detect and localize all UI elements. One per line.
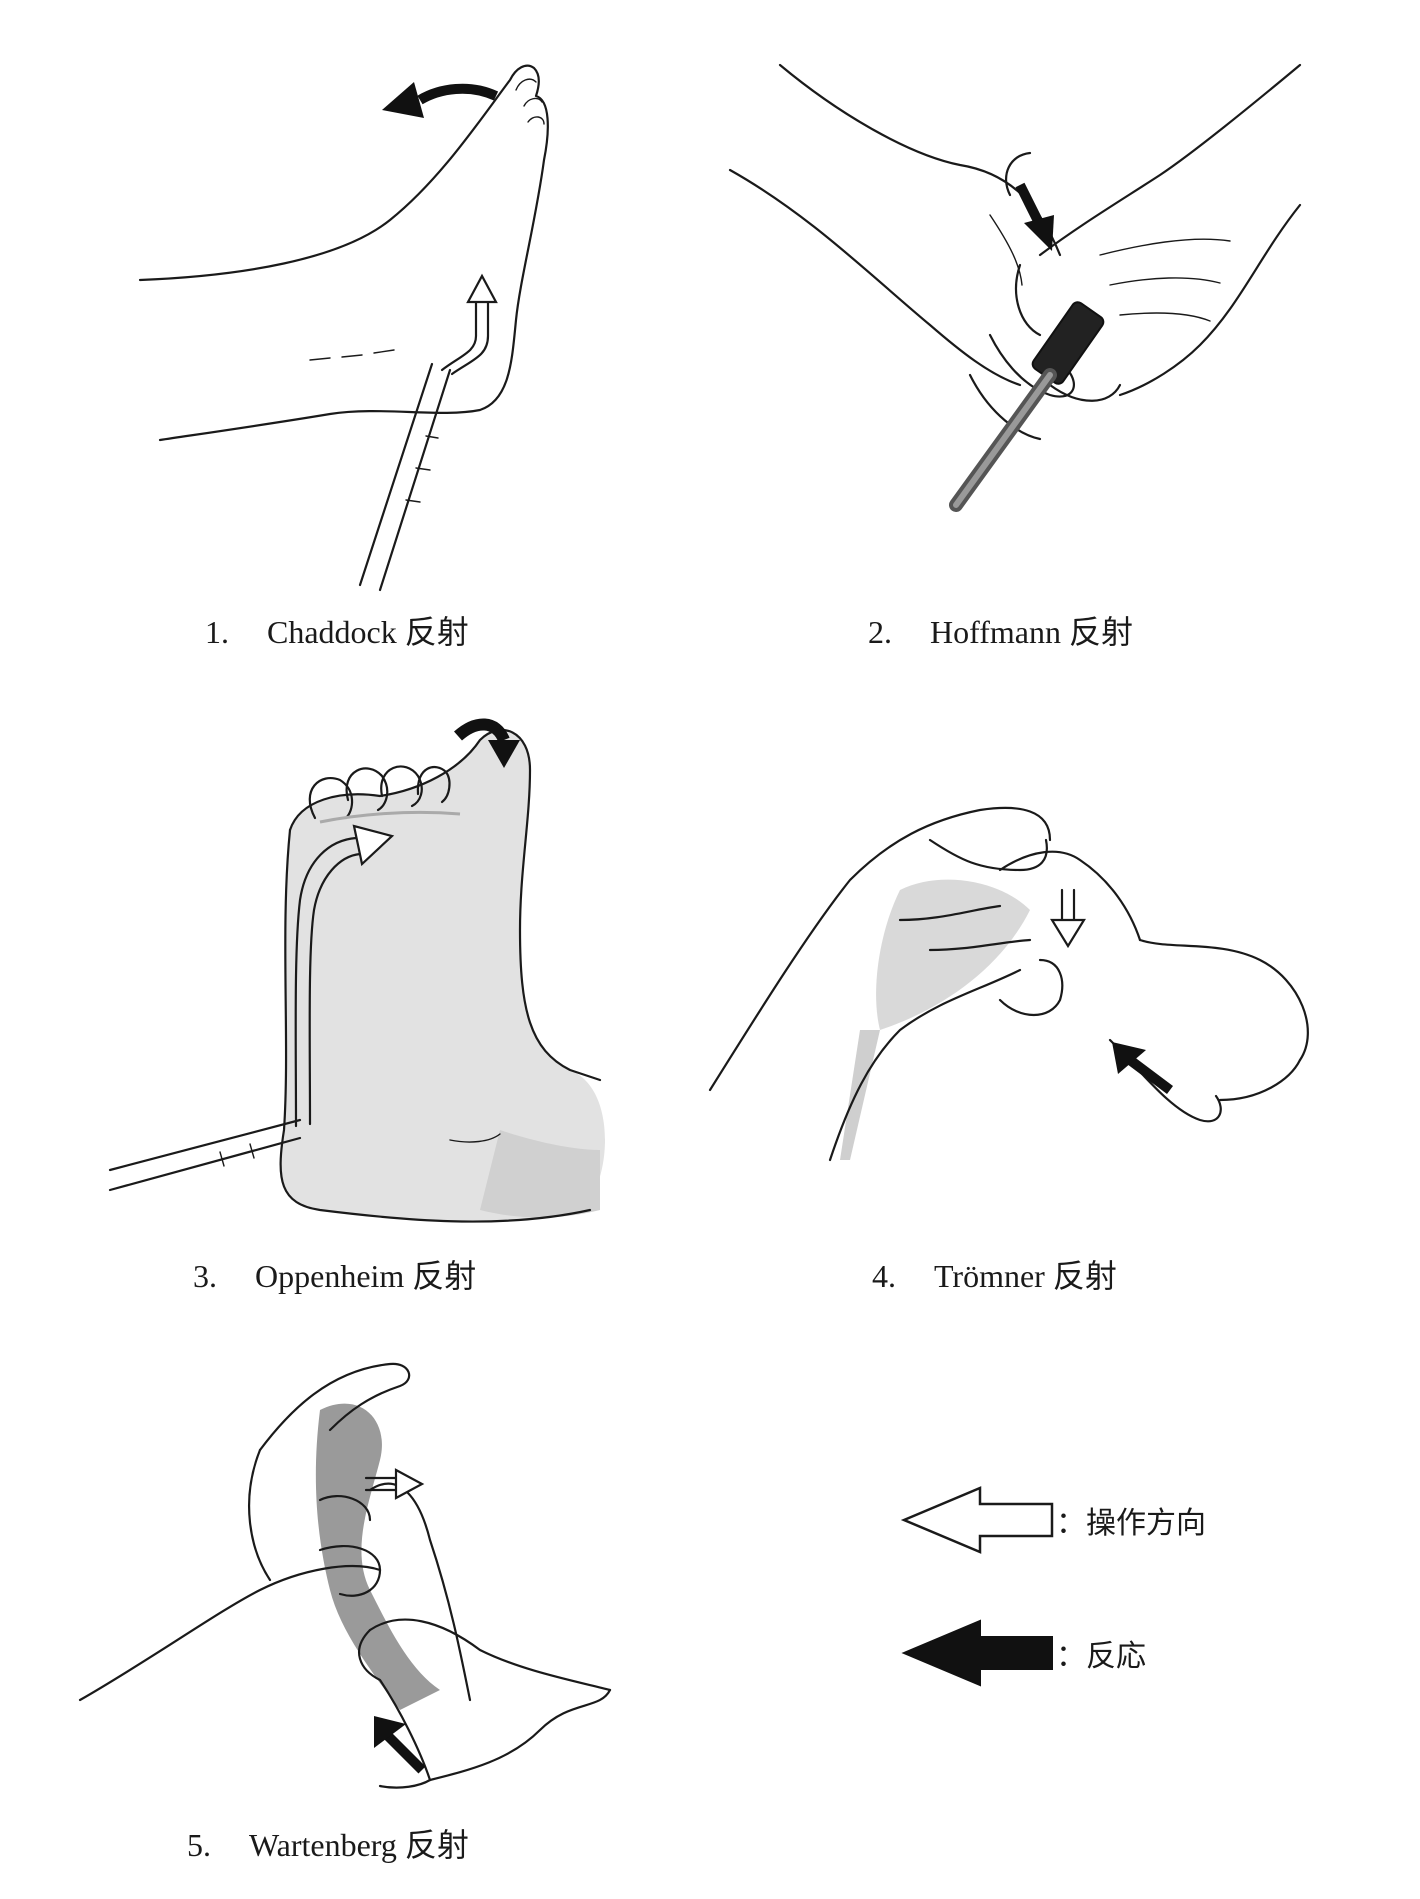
- solid-arrow-icon: [901, 1619, 1053, 1687]
- figure-hoffmann: [720, 55, 1320, 515]
- legend-operation-label: ：操作方向: [1056, 1506, 1206, 1541]
- figure-number: 1.: [205, 614, 229, 650]
- legend-response-label: ：反応: [1056, 1639, 1146, 1674]
- hollow-arrow-icon: [900, 1486, 1054, 1554]
- figure-name: Oppenheim 反射: [255, 1258, 477, 1294]
- figure-name: Hoffmann 反射: [930, 614, 1133, 650]
- caption-tromner: 4. Trömner 反射: [872, 1251, 1117, 1297]
- figure-name: Wartenberg 反射: [249, 1827, 469, 1863]
- tromner-illustration: [708, 806, 1309, 1162]
- caption-chaddock: 1. Chaddock 反射: [205, 607, 469, 653]
- figure-chaddock: [120, 40, 590, 592]
- hoffmann-illustration: [728, 63, 1302, 512]
- legend-operation: ：操作方向: [900, 1480, 1320, 1560]
- figure-oppenheim: [100, 710, 620, 1230]
- chaddock-illustration: [138, 64, 549, 592]
- wartenberg-illustration: [78, 1362, 612, 1789]
- figure-number: 5.: [187, 1827, 211, 1863]
- figure-number: 4.: [872, 1258, 896, 1294]
- caption-oppenheim: 3. Oppenheim 反射: [193, 1251, 476, 1297]
- oppenheim-illustration: [108, 718, 605, 1223]
- figure-wartenberg: [70, 1350, 650, 1810]
- legend-response: ：反応: [900, 1613, 1320, 1693]
- figure-number: 2.: [868, 614, 892, 650]
- figure-number: 3.: [193, 1258, 217, 1294]
- caption-wartenberg: 5. Wartenberg 反射: [187, 1820, 469, 1866]
- figure-name: Trömner 反射: [934, 1258, 1117, 1294]
- figure-name: Chaddock 反射: [267, 614, 469, 650]
- figure-tromner: [700, 770, 1340, 1170]
- caption-hoffmann: 2. Hoffmann 反射: [868, 607, 1133, 653]
